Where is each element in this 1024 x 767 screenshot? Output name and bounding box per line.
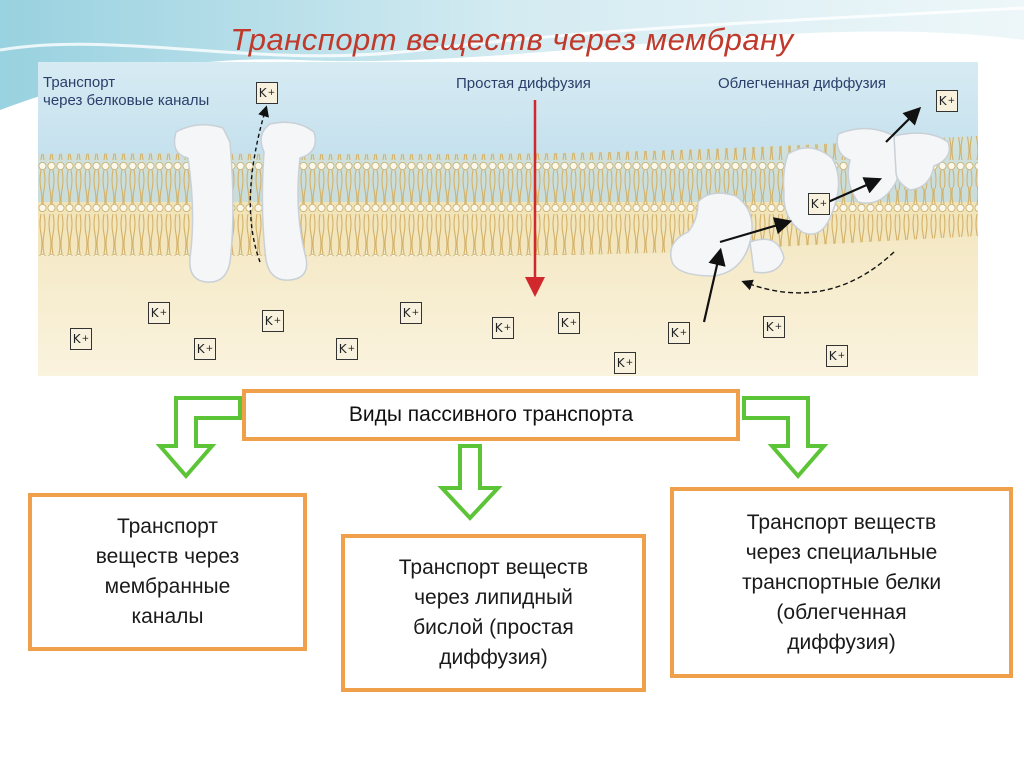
potassium-ion: K+	[148, 302, 170, 324]
box-lipid-bilayer-text: Транспорт веществ через липидный бислой …	[398, 556, 589, 669]
label-facilitated-diffusion: Облегченная диффузия	[718, 75, 887, 92]
passive-transport-types-header: Виды пассивного транспорта	[242, 389, 740, 441]
potassium-ion: K+	[194, 338, 216, 360]
membrane-illustration: Транспорт через белковые каналы Простая …	[38, 62, 978, 376]
box-transport-proteins-text: Транспорт веществ через специальные тран…	[741, 510, 942, 654]
potassium-ion: K+	[336, 338, 358, 360]
potassium-ion: K+	[668, 322, 690, 344]
potassium-ion: K+	[614, 352, 636, 374]
box-membrane-channels: Транспорт веществ через мембранные канал…	[28, 493, 307, 651]
potassium-ion: K+	[936, 90, 958, 112]
potassium-ion: K+	[763, 316, 785, 338]
label-protein-channels: Транспорт через белковые каналы	[43, 74, 210, 109]
potassium-ion: K+	[492, 317, 514, 339]
potassium-ion: K+	[256, 82, 278, 104]
channel-protein	[173, 121, 317, 283]
box-transport-proteins: Транспорт веществ через специальные тран…	[670, 487, 1013, 678]
box-lipid-bilayer: Транспорт веществ через липидный бислой …	[341, 534, 646, 692]
label-simple-diffusion: Простая диффузия	[456, 75, 591, 92]
page-title: Транспорт веществ через мембрану	[230, 22, 794, 57]
potassium-ion: K+	[70, 328, 92, 350]
potassium-ion: K+	[400, 302, 422, 324]
potassium-ion: K+	[826, 345, 848, 367]
potassium-ion: K+	[262, 310, 284, 332]
potassium-ion: K+	[558, 312, 580, 334]
box-membrane-channels-text: Транспорт веществ через мембранные канал…	[95, 515, 240, 628]
potassium-ion: K+	[808, 193, 830, 215]
